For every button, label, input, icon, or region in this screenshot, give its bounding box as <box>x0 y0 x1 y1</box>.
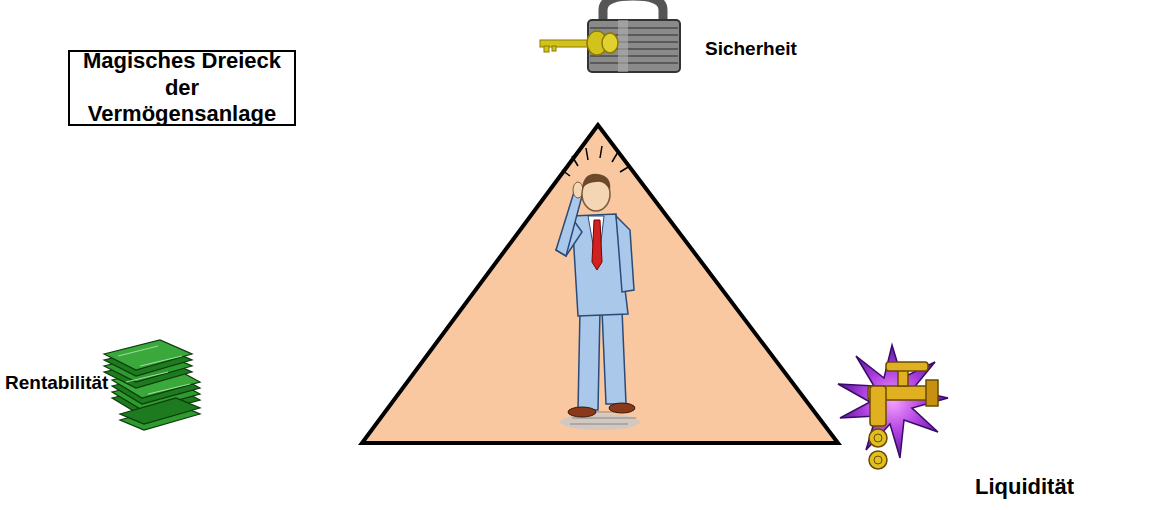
businessman-figure <box>556 146 640 430</box>
corner-label: Rentabilität <box>5 372 108 395</box>
diagram-title: Magisches Dreieck der Vermögensanlage <box>76 48 288 127</box>
money-icon <box>104 340 200 430</box>
lock-icon <box>540 0 680 72</box>
corner-label: Liquidität <box>975 474 1074 500</box>
corner-label: Sicherheit <box>705 38 797 61</box>
tap-icon <box>838 345 948 469</box>
triangle-shape <box>362 125 838 443</box>
title-box: Magisches Dreieck der Vermögensanlage <box>68 50 296 126</box>
